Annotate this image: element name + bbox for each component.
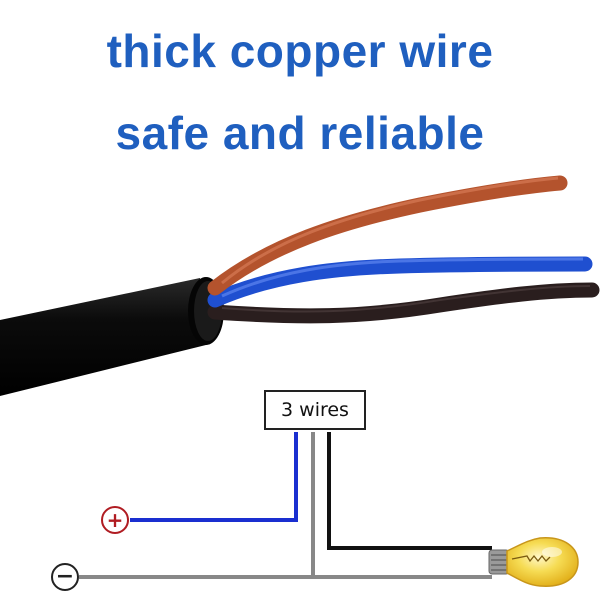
diagram-positive-wire [130, 432, 298, 522]
positive-terminal-icon: + [101, 506, 129, 534]
wire-black [207, 282, 600, 324]
wire-brown [207, 175, 568, 296]
negative-symbol: − [55, 564, 75, 589]
headline-line-2: safe and reliable [115, 107, 485, 159]
cable-sheath [0, 277, 224, 396]
wires-label-box: 3 wires [264, 390, 366, 430]
diagram-black-wire [327, 432, 492, 550]
negative-terminal-icon: − [51, 563, 79, 591]
light-bulb-icon [488, 537, 579, 587]
wire-blue [207, 256, 593, 308]
positive-symbol: + [106, 508, 124, 532]
headline-line-1: thick copper wire [106, 25, 494, 77]
